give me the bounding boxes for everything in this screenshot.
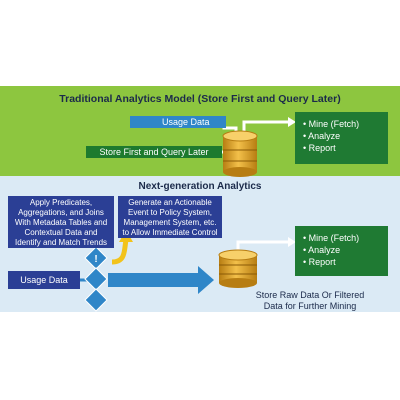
predicates-line-5: Identify and Match Trends	[14, 238, 108, 247]
action-report: • Report	[303, 143, 336, 153]
action-analyze-label: Analyze	[308, 131, 341, 141]
actionable-event-box: Generate an Actionable Event to Policy S…	[118, 196, 222, 238]
action-mine-label: Mine (Fetch)	[308, 119, 360, 129]
usage-data-box-bottom: Usage Data	[8, 271, 80, 289]
action-analyze: • Analyze	[303, 131, 341, 141]
next-gen-actions-box: • Mine (Fetch) • Analyze • Report	[295, 226, 388, 276]
mine-flow-line-bottom	[236, 240, 288, 250]
mine-arrow-head-bottom	[288, 237, 296, 247]
next-gen-title: Next-generation Analytics	[138, 181, 262, 192]
store-raw-caption-line-2: Data for Further Mining	[263, 301, 357, 311]
mine-arrow-head	[288, 117, 296, 127]
diamond-middle	[84, 267, 108, 291]
actionable-line-3: Management System, etc.	[123, 218, 217, 227]
action-report-label: Report	[308, 143, 336, 153]
store-raw-caption-line-1: Store Raw Data Or Filtered	[255, 290, 365, 300]
predicates-line-2: Aggregations, and Joins	[18, 208, 104, 217]
database-cylinder-top	[222, 130, 258, 177]
action-mine-bottom-label: Mine (Fetch)	[308, 233, 360, 243]
action-mine-bottom: • Mine (Fetch)	[303, 233, 360, 243]
predicates-line-1: Apply Predicates,	[29, 198, 93, 207]
action-report-bottom-label: Report	[308, 257, 336, 267]
predicates-line-4: Contextual Data and	[24, 228, 98, 237]
diamond-bottom	[84, 288, 108, 312]
actionable-event-arrow	[111, 239, 129, 265]
action-mine: • Mine (Fetch)	[303, 119, 360, 129]
database-cylinder-bottom	[218, 249, 258, 288]
data-flow-arrow	[108, 266, 214, 294]
mine-flow-line	[242, 120, 288, 132]
actionable-line-1: Generate an Actionable	[128, 198, 212, 207]
usage-data-label-top: Usage Data	[130, 116, 226, 128]
store-first-label: Store First and Query Later	[86, 146, 222, 158]
traditional-title: Traditional Analytics Model (Store First…	[59, 93, 341, 105]
traditional-actions-box: • Mine (Fetch) • Analyze • Report	[295, 112, 388, 164]
action-report-bottom: • Report	[303, 257, 336, 267]
store-raw-caption: Store Raw Data Or Filtered Data for Furt…	[240, 290, 380, 312]
action-analyze-bottom-label: Analyze	[308, 245, 341, 255]
predicates-line-3: With Metadata Tables and	[14, 218, 108, 227]
actionable-line-2: Event to Policy System,	[127, 208, 213, 217]
predicates-box: Apply Predicates, Aggregations, and Join…	[8, 196, 114, 248]
action-analyze-bottom: • Analyze	[303, 245, 341, 255]
actionable-line-4: to Allow Immediate Control	[122, 228, 218, 237]
diamond-glyph: !	[94, 254, 97, 265]
